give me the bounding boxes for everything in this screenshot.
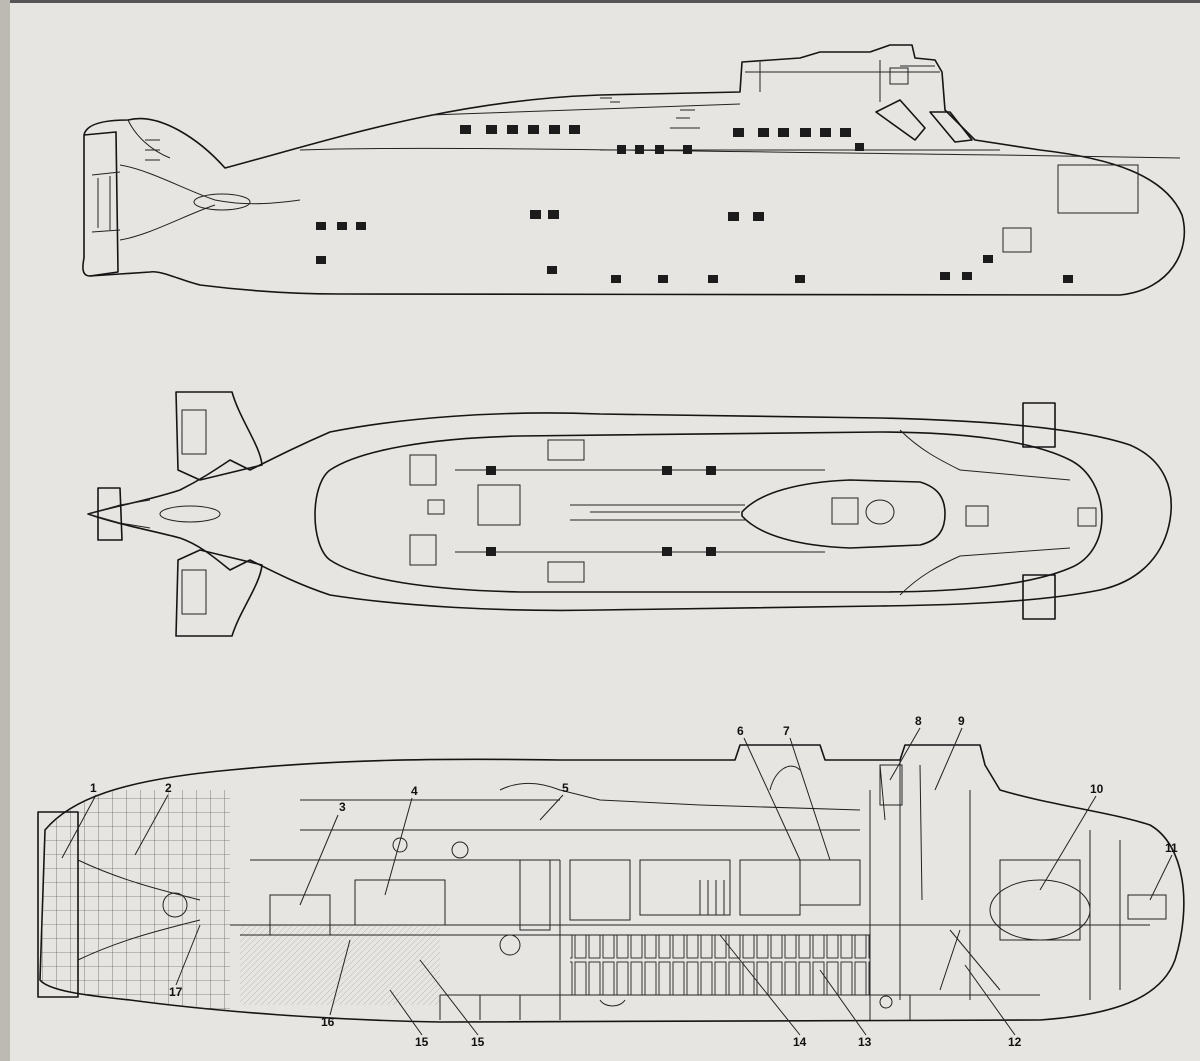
callout-9: 9: [958, 714, 965, 728]
callout-13: 13: [858, 1035, 872, 1049]
cutaway-hull-outline: [39, 744, 1185, 1023]
side-view: [82, 44, 1186, 296]
callout-7: 7: [783, 724, 790, 738]
side-hull-outline: [82, 44, 1186, 296]
callout-6: 6: [737, 724, 744, 738]
callout-3: 3: [339, 800, 346, 814]
callout-17: 17: [169, 985, 183, 999]
callout-12: 12: [1008, 1035, 1022, 1049]
callout-14: 14: [793, 1035, 807, 1049]
cutaway-profile: 1 2 3 4 5 6 7 8 9 10 11 12 13 14 15 15 1…: [37, 714, 1185, 1049]
callout-16: 16: [321, 1015, 335, 1029]
callout-2: 2: [165, 781, 172, 795]
callout-15a: 15: [415, 1035, 429, 1049]
top-hull-outline: [87, 412, 1172, 612]
callout-4: 4: [411, 784, 418, 798]
callout-15b: 15: [471, 1035, 485, 1049]
callout-8: 8: [915, 714, 922, 728]
callout-1: 1: [90, 781, 97, 795]
top-view: [87, 391, 1172, 637]
callout-10: 10: [1090, 782, 1104, 796]
callout-5: 5: [562, 781, 569, 795]
callout-11: 11: [1165, 841, 1178, 855]
